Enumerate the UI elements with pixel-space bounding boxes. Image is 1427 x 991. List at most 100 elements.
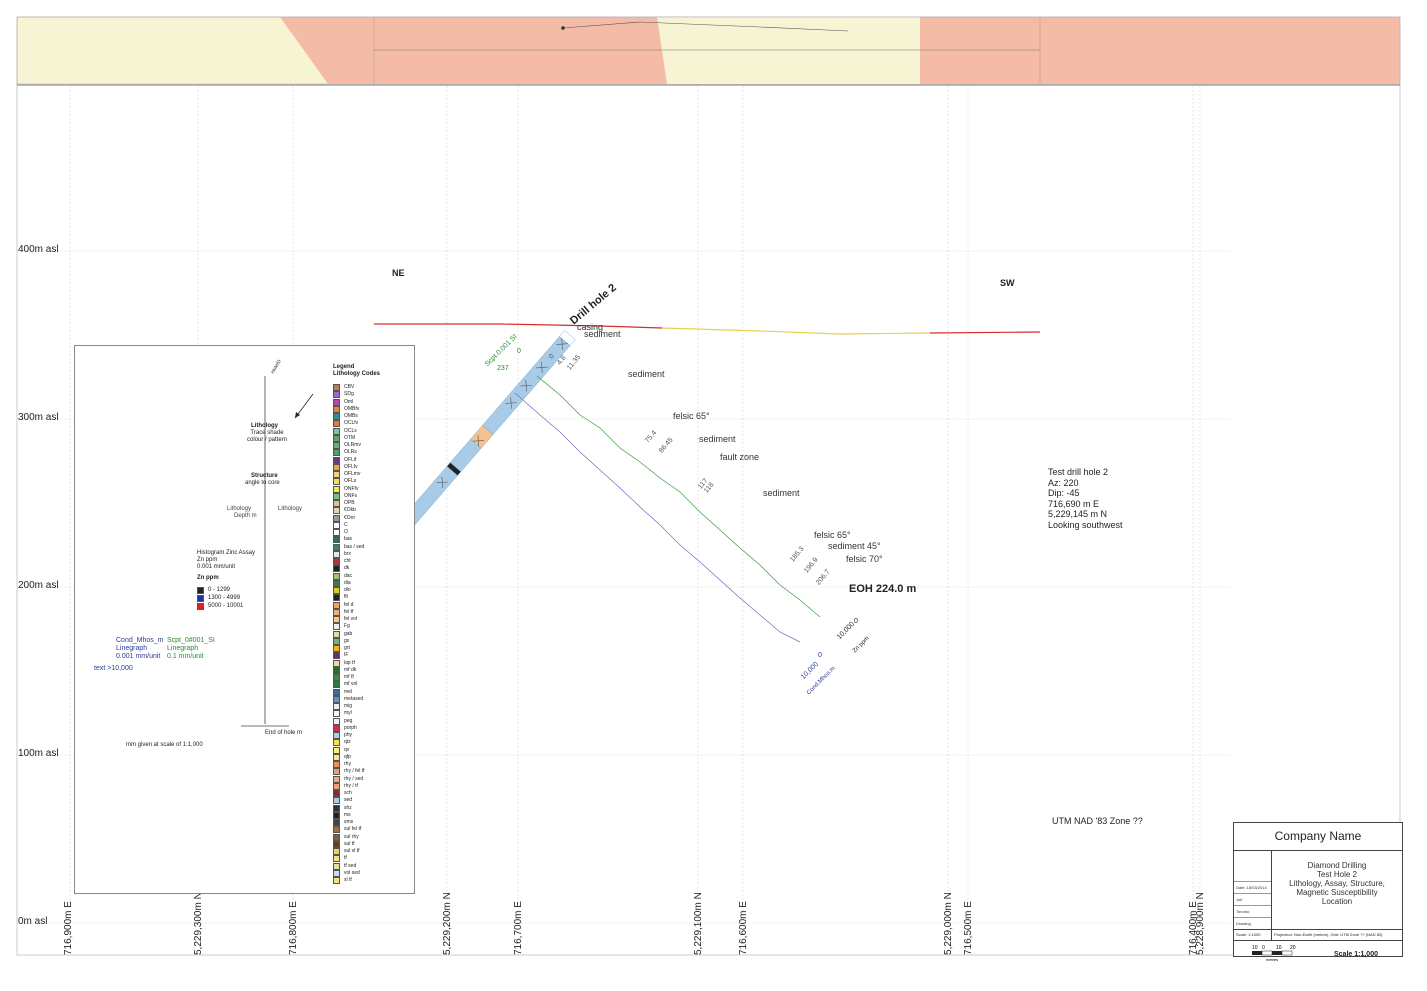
lithology-code-row: OFLfv [333, 463, 365, 471]
lithology-code-label: tf sed [344, 862, 357, 869]
lithology-swatch [333, 855, 340, 863]
lithology-code-label: dio [344, 587, 351, 593]
lithology-code-row: qtz [333, 739, 365, 747]
lithology-code-label: C [344, 521, 348, 528]
lithology-code-row: OLRmv [333, 442, 365, 449]
structure-mark [505, 397, 517, 409]
lithology-code-label: dk [344, 565, 350, 572]
x-axis-label: 716,900m E [63, 901, 74, 955]
structure-mark [436, 476, 448, 489]
lithology-code-label: tf [344, 855, 347, 862]
lithology-swatch [333, 666, 340, 674]
title-desc-line: Test Hole 2 [1316, 870, 1358, 879]
lithology-code-label: peg [344, 717, 353, 724]
lithology-swatch [333, 695, 340, 703]
lithology-code-label: rhy / sed [344, 775, 364, 782]
x-axis-label: 5,229,100m N [693, 892, 704, 955]
lithology-code-row: dio [333, 587, 365, 594]
lithology-swatch [333, 652, 340, 660]
scale-bar-tick: 10 [1252, 945, 1258, 951]
legend-codes-title: Legend [333, 364, 355, 370]
lithology-swatch [333, 826, 340, 834]
lithology-code-row: sch [333, 790, 365, 797]
scale-bar-tick: 10 [1276, 945, 1282, 951]
lithology-code-label: OMBfv [344, 405, 360, 412]
legend-lith-left: Lithology [227, 506, 252, 512]
x-axis-label: 716,500m E [963, 901, 974, 955]
hole-info-line: 716,690 m E [1048, 498, 1100, 509]
lithology-code-row: OCLfv [333, 420, 365, 428]
title-main: Date: 18/03/2014 Job Toronto Drawing Dia… [1234, 851, 1402, 930]
lithology-code-label: brx [344, 550, 351, 557]
lithology-code-row: mf vol [333, 681, 365, 689]
company-name: Company Name [1234, 823, 1402, 851]
lithology-code-row: fel tf [333, 608, 365, 616]
collar-point [561, 26, 565, 30]
lithology-swatch [333, 594, 340, 602]
lithology-code-row: fel d [333, 601, 365, 609]
legend-cond-title: Cond_Mhos_m [116, 637, 164, 644]
lithology-swatch [333, 811, 340, 819]
elevation-label: 300m asl [18, 412, 59, 423]
lithology-swatch [333, 688, 340, 696]
lithology-code-row: dia [333, 579, 365, 587]
lithology-code-row: Oml [333, 398, 365, 406]
zn-class-swatch [197, 603, 204, 610]
unit-label: felsic 65° [673, 411, 710, 421]
lithology-code-label: mel [344, 688, 353, 695]
scale-bar-unit: metres [1266, 957, 1278, 962]
lithology-swatch [333, 587, 340, 594]
topography-line [374, 323, 663, 329]
lithology-code-row: sul xl tf [333, 848, 365, 855]
lithology-code-row: sed [333, 797, 365, 805]
title-block: Company Name Date: 18/03/2014 Job Toront… [1233, 822, 1403, 962]
lithology-swatch [333, 492, 340, 500]
lithology-code-row: qv [333, 746, 365, 754]
lithology-code-row: OLRs [333, 449, 365, 457]
zn-class-swatch [197, 595, 204, 602]
lithology-code-row: Fg [333, 623, 365, 631]
legend-zn-class: 1300 - 4999 [197, 595, 240, 602]
lithology-swatch [333, 449, 340, 457]
lithology-code-row: €Oor [333, 514, 365, 522]
lithology-swatch [333, 442, 340, 449]
lithology-code-label: €Okb [344, 507, 356, 514]
cond-scale-min: 0 [818, 652, 822, 659]
lithology-code-row: sms [333, 819, 365, 826]
lithology-code-label: xl tf [344, 877, 352, 883]
lithology-code-label: mf vol [344, 681, 358, 688]
utm-label: UTM NAD '83 Zone ?? [1052, 816, 1143, 826]
lithology-swatch [333, 427, 340, 435]
title-desc-line: Magnetic Susceptibility [1296, 888, 1378, 897]
lithology-swatch [333, 514, 340, 522]
lithology-code-label: cht [344, 558, 351, 564]
title-strip-projection: Projection: Non-Earth (meters), Grid: UT… [1274, 932, 1383, 937]
legend-zn-class: 0 - 1299 [197, 587, 230, 594]
structure-mark [472, 435, 485, 447]
lithology-swatch [333, 384, 340, 391]
lithology-swatch [333, 645, 340, 652]
lithology-code-label: grt [344, 645, 350, 651]
title-cell: Toronto [1234, 905, 1271, 917]
lithology-code-label: sul tf [344, 840, 355, 847]
legend-drawing [241, 376, 314, 727]
lithology-code-row: rhy / tf [333, 782, 365, 790]
lithology-swatch [333, 804, 340, 812]
lithology-swatch [333, 782, 340, 790]
lithology-code-label: sch [344, 790, 352, 796]
legend-scpt-scale: 0.1 mm/unit [167, 653, 204, 660]
lithology-code-row: mig [333, 703, 365, 710]
title-scale-row: 10 0 10 20 metres Scale 1:1,000 [1234, 941, 1402, 967]
lithology-code-row: OFLs [333, 478, 365, 486]
lithology-code-label: SDg [344, 391, 354, 398]
lithology-code-label: Oml [344, 398, 354, 405]
lithology-code-label: mf dk [344, 666, 357, 673]
lithology-code-row: OMBs [333, 413, 365, 420]
lithology-code-label: IF [344, 652, 349, 659]
unit-label: fault zone [720, 452, 760, 462]
lithology-code-label: lap tf [344, 659, 355, 666]
lithology-swatch [333, 797, 340, 805]
lithology-swatch [333, 616, 340, 623]
